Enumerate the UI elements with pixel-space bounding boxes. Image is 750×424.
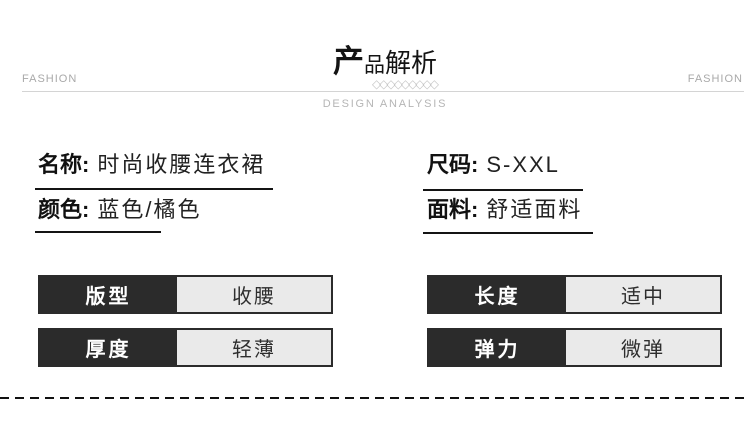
title-char-pin: 品 [363, 54, 385, 77]
header-title-block: 产 品 解析 ◇◇◇◇◇◇◇◇◇ DESIGN ANALYSIS [300, 46, 470, 110]
spec-value-thickness: 轻薄 [177, 330, 331, 365]
title-inner: 产 品 解析 ◇◇◇◇◇◇◇◇◇ [333, 46, 439, 91]
info-row-fabric: 面料: 舒适面料 [427, 195, 582, 225]
spec-box-cut: 版型 收腰 [38, 275, 333, 314]
spec-value-length: 适中 [566, 277, 720, 312]
diamond-chain-ornament: ◇◇◇◇◇◇◇◇◇ [371, 77, 439, 91]
spec-label-thickness: 厚度 [40, 330, 177, 365]
info-row-name: 名称: 时尚收腰连衣裙 [38, 150, 265, 180]
fashion-watermark-left: FASHION [22, 73, 78, 85]
page-subtitle: DESIGN ANALYSIS [322, 98, 448, 110]
info-label-fabric: 面料: [427, 197, 479, 222]
spec-label-length: 长度 [429, 277, 566, 312]
spec-value-cut: 收腰 [177, 277, 331, 312]
spec-label-stretch: 弹力 [429, 330, 566, 365]
header-divider-line [22, 91, 744, 92]
info-label-name: 名称: [38, 152, 90, 177]
info-value-size: S-XXL [486, 152, 560, 177]
spec-label-cut: 版型 [40, 277, 177, 312]
info-label-size: 尺码: [427, 152, 479, 177]
info-value-name: 时尚收腰连衣裙 [97, 152, 266, 177]
spec-value-stretch: 微弹 [566, 330, 720, 365]
info-underline-name [35, 188, 273, 190]
spec-box-length: 长度 适中 [427, 275, 722, 314]
spec-box-stretch: 弹力 微弹 [427, 328, 722, 367]
bottom-dashed-divider [0, 397, 750, 399]
info-value-color: 蓝色/橘色 [97, 197, 202, 222]
info-underline-color [35, 231, 161, 233]
info-underline-fabric [423, 232, 593, 234]
info-row-color: 颜色: 蓝色/橘色 [38, 195, 201, 225]
info-label-color: 颜色: [38, 197, 90, 222]
fashion-watermark-right: FASHION [687, 73, 743, 85]
title-char-chan: 产 [332, 44, 364, 79]
spec-box-thickness: 厚度 轻薄 [38, 328, 333, 367]
title-chars-jiexi: 解析 [384, 48, 437, 78]
info-row-size: 尺码: S-XXL [427, 150, 560, 180]
page-title: 产 品 解析 [333, 46, 437, 77]
info-underline-size [423, 189, 583, 191]
info-value-fabric: 舒适面料 [486, 197, 583, 222]
